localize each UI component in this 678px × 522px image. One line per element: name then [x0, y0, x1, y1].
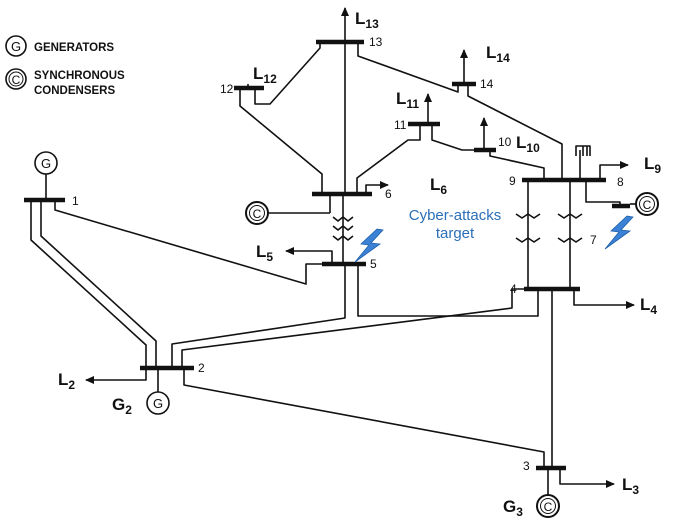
- bus-number-6: 6: [385, 187, 392, 201]
- line-13-14: [357, 42, 459, 93]
- svg-text:G: G: [11, 39, 21, 54]
- line-1-2-b: [40, 200, 157, 368]
- transmission-lines: [30, 42, 621, 468]
- load-label-12: L12: [253, 64, 277, 86]
- machines: G G C C C: [34, 145, 659, 518]
- cyber-attack-annotation: Cyber-attacks target: [409, 207, 502, 242]
- transformers: [332, 213, 583, 243]
- load-label-11: L11: [396, 89, 419, 111]
- load-label-6: L6: [430, 175, 447, 197]
- load-label-14: L14: [486, 43, 510, 65]
- bus-number-12: 12: [220, 82, 234, 96]
- bus-number-9: 9: [509, 174, 516, 188]
- line-5-4: [357, 264, 539, 317]
- bus-number-3: 3: [523, 459, 530, 473]
- load-label-10: L10: [516, 133, 540, 155]
- generator-label-3: G3: [503, 497, 523, 519]
- condenser-bus-8-icon: C: [635, 192, 659, 216]
- load-label-13: L13: [355, 9, 379, 31]
- svg-text:C: C: [12, 73, 21, 87]
- bus-number-8: 8: [617, 175, 624, 189]
- line-6-12: [239, 88, 323, 194]
- generator-label-2: G2: [112, 395, 132, 417]
- bus-number-4: 4: [510, 282, 517, 296]
- lightning-bolt-icon: [354, 228, 384, 263]
- line-2-5: [171, 264, 346, 368]
- svg-text:G: G: [41, 156, 51, 171]
- load-labels: L13 L12 L14 L11 L10 L6 L9 L5 L4 L2 L3 G2…: [58, 9, 661, 519]
- line-2-3: [183, 368, 545, 468]
- load-9-arrow: [599, 161, 629, 180]
- load-label-5: L5: [256, 242, 273, 264]
- generator-legend-icon: G: [5, 35, 27, 57]
- line-2-4: [181, 288, 532, 368]
- line-14-9: [467, 84, 563, 180]
- load-6-arrow: [365, 181, 389, 194]
- bus-number-2: 2: [198, 361, 205, 375]
- transformer-4-9: [515, 213, 541, 243]
- transformer-5-6: [332, 216, 354, 241]
- bus-numbers: 1 2 3 4 5 6 7 8 9 10 11 12 13 14: [72, 35, 624, 473]
- condensers-legend-label-2: CONDENSERS: [34, 85, 115, 97]
- svg-text:C: C: [544, 500, 553, 514]
- bus-number-1: 1: [72, 194, 79, 208]
- load-label-2: L2: [58, 370, 75, 392]
- line-11-10: [431, 124, 480, 151]
- condenser-legend-icon: C: [5, 68, 27, 90]
- bus-number-7: 7: [590, 233, 597, 247]
- generator-bus-2-icon: G: [146, 391, 170, 415]
- condensers-legend-label-1: SYNCHRONOUS: [34, 70, 125, 82]
- svg-text:C: C: [643, 198, 652, 212]
- line-12-13: [254, 42, 321, 105]
- lightning-bolt-icon: [604, 215, 634, 250]
- load-5-arrow: [285, 247, 333, 264]
- bus-number-5: 5: [370, 257, 377, 271]
- transformer-4-7: [557, 213, 583, 243]
- load-label-9: L9: [644, 154, 661, 176]
- line-1-2-a: [30, 200, 147, 368]
- legend: G GENERATORS C SYNCHRONOUS CONDENSERS: [5, 35, 125, 97]
- line-10-9: [489, 150, 545, 180]
- condenser-bus-3-icon: C: [536, 494, 560, 518]
- generators-legend-label: GENERATORS: [34, 42, 114, 54]
- bus-number-10: 10: [498, 135, 512, 149]
- bus-number-11: 11: [394, 118, 407, 132]
- bus-number-13: 13: [369, 35, 383, 49]
- load-label-3: L3: [622, 475, 639, 497]
- svg-text:G: G: [153, 396, 163, 411]
- condenser-bus-6-icon: C: [245, 201, 269, 225]
- load-2-arrow: [85, 368, 147, 384]
- line-1-5: [54, 200, 330, 285]
- bus-number-14: 14: [480, 77, 494, 91]
- load-label-4: L4: [640, 295, 657, 317]
- line-7-8: [585, 180, 621, 206]
- cyber-attack-markers: [354, 215, 634, 263]
- load-3-arrow: [559, 468, 615, 488]
- generator-bus-1-icon: G: [34, 151, 58, 175]
- svg-text:C: C: [253, 207, 262, 221]
- load-4-arrow: [573, 289, 635, 309]
- load-arrows: [85, 7, 635, 488]
- line-6-11: [356, 124, 421, 194]
- shunt-capacitor-bus-9-icon: [575, 145, 591, 180]
- annotation-line-2: target: [436, 225, 475, 242]
- annotation-line-1: Cyber-attacks: [409, 207, 502, 224]
